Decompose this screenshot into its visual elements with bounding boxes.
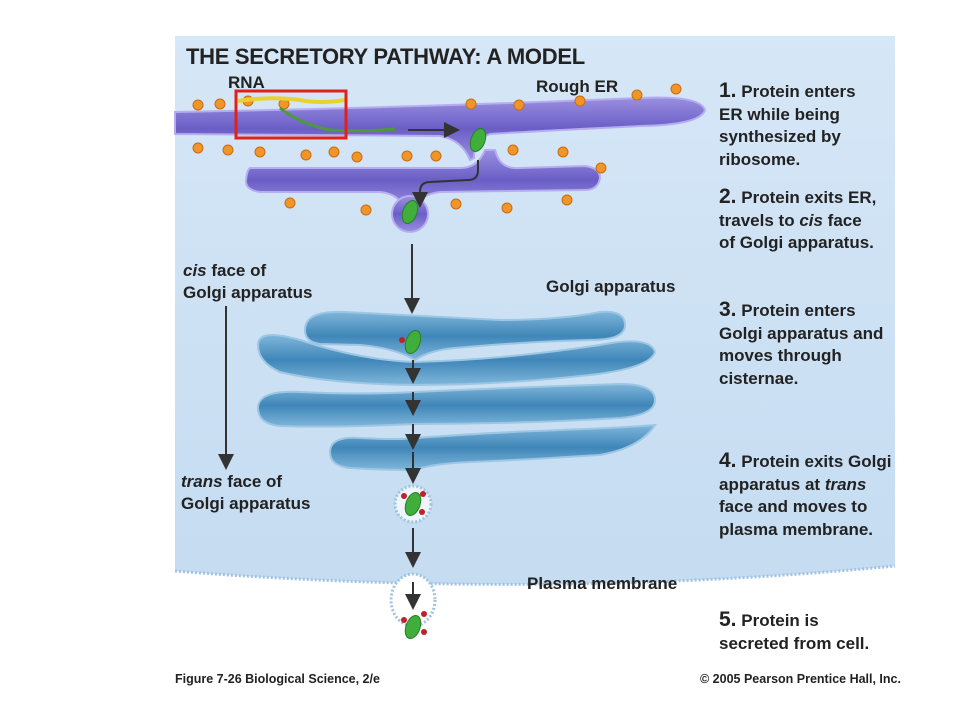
ribosome — [254, 146, 266, 158]
step-text: Protein enters — [736, 82, 856, 101]
ribosome — [631, 89, 643, 101]
golgi-cisterna-3 — [256, 382, 657, 428]
step-text: Protein exits Golgi — [736, 452, 892, 471]
step-text: travels to — [719, 210, 800, 230]
step-1: 1. Protein enters ER while being synthes… — [719, 79, 919, 171]
step-text: plasma membrane. — [719, 519, 874, 539]
protein — [404, 614, 422, 640]
ribosome — [574, 95, 586, 107]
ribosome — [214, 98, 226, 110]
caption-right: © 2005 Pearson Prentice Hall, Inc. — [700, 672, 901, 686]
step-number: 2. — [719, 185, 737, 208]
step-text: face — [822, 210, 862, 230]
step-text: Protein enters — [736, 301, 856, 320]
step-text: apparatus at — [719, 474, 825, 494]
step-text: moves through — [719, 346, 842, 365]
ribosome — [328, 146, 340, 158]
ribosome — [430, 150, 442, 162]
step-text: ER while being — [719, 104, 840, 124]
rough-er-upper — [174, 96, 707, 162]
step-text: Golgi apparatus and — [719, 323, 884, 343]
step-text: Protein exits ER, — [736, 188, 877, 207]
glycosylation-mark — [419, 509, 425, 515]
ribosome — [670, 83, 682, 95]
step-text: secreted from cell. — [719, 633, 870, 653]
ribosome — [300, 149, 312, 161]
step-text: Protein is — [736, 611, 819, 630]
protein — [404, 491, 422, 517]
cis-face-line2: Golgi apparatus — [183, 283, 313, 302]
rough-er-lower — [244, 149, 602, 211]
ribosome — [501, 202, 513, 214]
glycosylation-marks — [399, 337, 427, 635]
trans-face-line2: Golgi apparatus — [181, 494, 311, 513]
glycosylation-mark — [401, 617, 407, 623]
ribosome — [595, 162, 607, 174]
golgi-cisterna-2 — [256, 334, 657, 387]
ribosome — [192, 99, 204, 111]
pathway-arrows — [218, 122, 479, 610]
glycosylation-mark — [399, 337, 405, 343]
glycosylation-mark — [421, 611, 427, 617]
ribosome — [507, 144, 519, 156]
glycosylation-mark — [420, 491, 426, 497]
step-text: synthesized by — [719, 127, 841, 146]
nascent-protein-chain — [279, 106, 396, 133]
glycosylation-mark — [401, 493, 407, 499]
golgi-apparatus-label: Golgi apparatus — [546, 277, 676, 296]
ribosome — [284, 197, 296, 209]
rna-strand — [237, 96, 346, 104]
ribosome — [192, 142, 204, 154]
ribosome — [351, 151, 363, 163]
step-text-italic: cis — [799, 210, 823, 230]
ribosome — [513, 99, 525, 111]
trans-face-rest: face of — [222, 472, 283, 491]
arrow — [412, 160, 479, 208]
rough-er-label: Rough ER — [536, 77, 619, 96]
ribosome — [450, 198, 462, 210]
ribosomes — [192, 83, 682, 216]
extracellular-space — [175, 566, 895, 664]
cis-word: cis — [183, 261, 207, 280]
step-number: 1. — [719, 79, 737, 102]
protein — [469, 127, 487, 153]
caption-left: Figure 7-26 Biological Science, 2/e — [175, 672, 380, 686]
ribosome — [401, 150, 413, 162]
figure-title: THE SECRETORY PATHWAY: A MODEL — [186, 44, 585, 69]
cis-face-label: cis face of Golgi apparatus — [183, 260, 312, 304]
trans-face-label: trans face of Golgi apparatus — [181, 471, 310, 515]
rna-label: RNA — [228, 73, 265, 92]
ribosome — [561, 194, 573, 206]
plasma-membrane-label: Plasma membrane — [527, 574, 678, 593]
glycosylation-mark — [421, 629, 427, 635]
ribosome — [222, 144, 234, 156]
step-4: 4. Protein exits Golgi apparatus at tran… — [719, 449, 919, 541]
ribosome — [465, 98, 477, 110]
step-number: 3. — [719, 298, 737, 321]
highlight-box — [234, 89, 348, 140]
ribosome — [360, 204, 372, 216]
step-text: of Golgi apparatus. — [719, 233, 874, 252]
step-text: cisternae. — [719, 368, 799, 388]
step-2: 2. Protein exits ER, travels to cis face… — [719, 185, 919, 255]
protein — [404, 329, 422, 355]
step-text: ribosome. — [719, 149, 801, 169]
golgi-cisterna-1 — [303, 310, 627, 362]
step-text-italic: trans — [824, 474, 867, 494]
step-number: 4. — [719, 449, 737, 472]
cis-face-rest: face of — [206, 261, 267, 280]
step-5: 5. Protein is secreted from cell. — [719, 608, 919, 655]
trans-word: trans — [181, 472, 223, 491]
ribosome — [557, 146, 569, 158]
step-number: 5. — [719, 608, 737, 631]
step-3: 3. Protein enters Golgi apparatus and mo… — [719, 298, 919, 390]
step-text: face and moves to — [719, 497, 868, 516]
